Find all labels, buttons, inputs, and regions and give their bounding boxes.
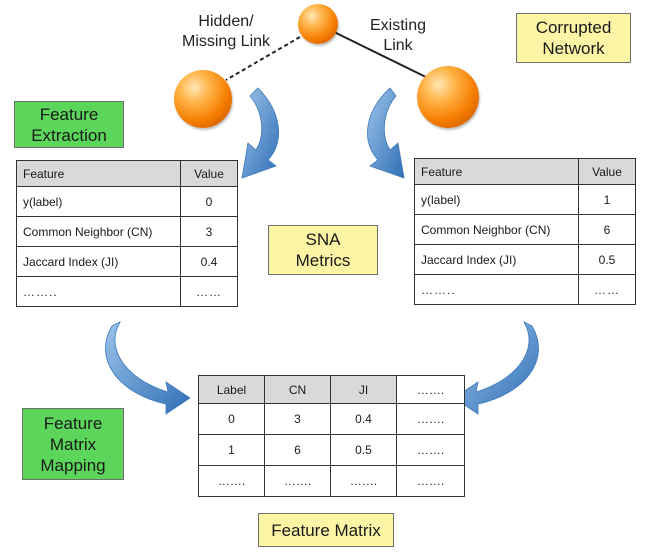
matrix-row: 1 6 0.5 ……. — [198, 434, 465, 466]
feature-extraction-callout: Feature Extraction — [14, 101, 124, 148]
table-row: y(label) 1 — [414, 184, 636, 215]
hidden-link-label: Hidden/ Missing Link — [181, 13, 271, 50]
value-cell: …… — [180, 276, 238, 307]
value-cell: …… — [578, 274, 636, 305]
matrix-cell: 0.4 — [330, 403, 397, 435]
value-cell: 1 — [578, 184, 636, 215]
curved-arrow-bottom-right — [453, 321, 539, 415]
matrix-cell: 3 — [264, 403, 331, 435]
network-node-right — [417, 66, 479, 128]
left-feature-table: Feature Value y(label) 0 Common Neighbor… — [16, 160, 238, 307]
matrix-cell: ……. — [396, 403, 465, 435]
value-cell: 3 — [180, 216, 238, 247]
sna-metrics-callout: SNA Metrics — [268, 225, 378, 275]
feature-cell: Jaccard Index (JI) — [16, 246, 181, 277]
header-value: Value — [578, 158, 636, 185]
matrix-cell: 6 — [264, 434, 331, 466]
hidden-link-line — [225, 29, 313, 81]
table-row: Jaccard Index (JI) 0.5 — [414, 244, 636, 275]
curved-arrow-top-right — [367, 87, 405, 179]
curved-arrow-bottom-left — [105, 321, 191, 415]
network-node-top — [298, 4, 338, 44]
feature-cell: Common Neighbor (CN) — [16, 216, 181, 247]
feature-matrix-title: Feature Matrix — [258, 513, 394, 547]
header-value: Value — [180, 160, 238, 187]
feature-cell: …….. — [16, 276, 181, 307]
matrix-cell: ……. — [198, 465, 265, 497]
feature-matrix-mapping-callout: Feature Matrix Mapping — [22, 408, 124, 480]
curved-arrow-top-left — [241, 87, 279, 179]
feature-matrix-table: Label CN JI ……. 0 3 0.4 ……. 1 6 0.5 ……. … — [198, 375, 465, 497]
table-header-row: Feature Value — [414, 158, 636, 185]
network-node-left — [174, 70, 232, 128]
table-row: Common Neighbor (CN) 6 — [414, 214, 636, 245]
feature-cell: y(label) — [414, 184, 579, 215]
matrix-cell: 0.5 — [330, 434, 397, 466]
matrix-row: 0 3 0.4 ……. — [198, 403, 465, 435]
matrix-header-row: Label CN JI ……. — [198, 375, 465, 404]
existing-link-label: Existing Link — [369, 17, 427, 54]
corrupted-network-callout: Corrupted Network — [516, 13, 631, 63]
table-row: Common Neighbor (CN) 3 — [16, 216, 238, 247]
matrix-header-label: Label — [198, 375, 265, 404]
matrix-cell: ……. — [264, 465, 331, 497]
feature-cell: …….. — [414, 274, 579, 305]
table-row: y(label) 0 — [16, 186, 238, 217]
existing-link-line — [329, 29, 433, 81]
right-feature-table: Feature Value y(label) 1 Common Neighbor… — [414, 158, 636, 305]
matrix-cell: ……. — [396, 434, 465, 466]
matrix-cell: ……. — [330, 465, 397, 497]
value-cell: 0.5 — [578, 244, 636, 275]
matrix-row: ……. ……. ……. ……. — [198, 465, 465, 497]
matrix-header-more: ……. — [396, 375, 465, 404]
matrix-header-ji: JI — [330, 375, 397, 404]
value-cell: 0 — [180, 186, 238, 217]
value-cell: 0.4 — [180, 246, 238, 277]
header-feature: Feature — [414, 158, 579, 185]
table-header-row: Feature Value — [16, 160, 238, 187]
matrix-header-cn: CN — [264, 375, 331, 404]
feature-cell: Jaccard Index (JI) — [414, 244, 579, 275]
matrix-cell: 0 — [198, 403, 265, 435]
value-cell: 6 — [578, 214, 636, 245]
header-feature: Feature — [16, 160, 181, 187]
feature-cell: Common Neighbor (CN) — [414, 214, 579, 245]
matrix-cell: ……. — [396, 465, 465, 497]
table-row: …….. …… — [16, 276, 238, 307]
matrix-cell: 1 — [198, 434, 265, 466]
feature-cell: y(label) — [16, 186, 181, 217]
table-row: …….. …… — [414, 274, 636, 305]
table-row: Jaccard Index (JI) 0.4 — [16, 246, 238, 277]
